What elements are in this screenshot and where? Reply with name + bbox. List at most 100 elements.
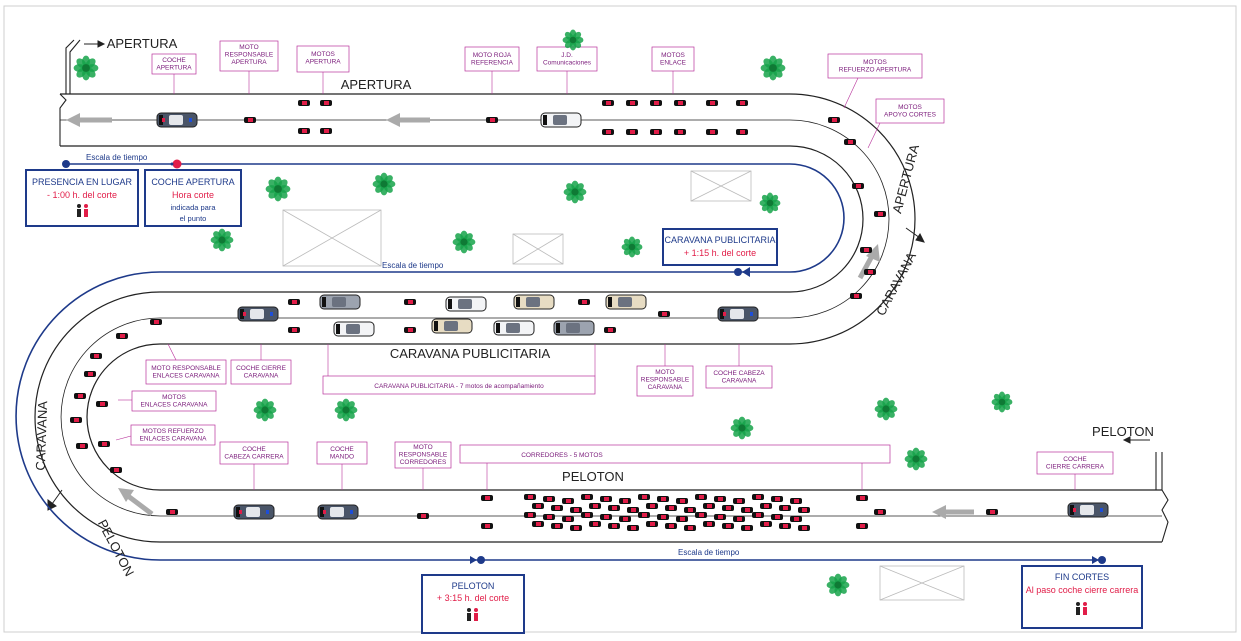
caravana-left-label: CARAVANA [33, 400, 50, 470]
car-icon [233, 504, 275, 520]
motorcycle-icon [76, 443, 88, 449]
direction-arrows [66, 113, 974, 519]
timeline-label-3: Escala de tiempo [678, 548, 740, 557]
motorcycle-icon [608, 505, 620, 511]
tree-icon [991, 391, 1013, 413]
tree-icon [73, 55, 99, 81]
motorcycle-icon [551, 523, 563, 529]
motorcycle-icon [860, 247, 872, 253]
timeline-label-2: Escala de tiempo [382, 261, 444, 270]
info-box-presencia: PRESENCIA EN LUGAR - 1:00 h. del corte [25, 169, 139, 227]
motorcycle-icon [676, 498, 688, 504]
tree-icon [265, 176, 291, 202]
apertura-right-label: APERTURA [889, 143, 922, 215]
motorcycle-icon [733, 516, 745, 522]
people-icon [467, 608, 478, 621]
motorcycle-icon [626, 100, 638, 106]
motorcycle-icon [150, 319, 162, 325]
car-icon [513, 294, 555, 310]
motorcycle-icon [626, 129, 638, 135]
svg-text:CARAVANA PUBLICITARIA: CARAVANA PUBLICITARIA [664, 235, 775, 245]
motorcycle-icon [798, 507, 810, 513]
label-corredores: CORREDORES - 5 MOTOS [521, 452, 603, 459]
motorcycle-icon [790, 516, 802, 522]
motorcycle-icon [543, 514, 555, 520]
motorcycle-icon [771, 514, 783, 520]
motorcycle-icon [581, 512, 593, 518]
motorcycle-icon [733, 498, 745, 504]
motorcycle-icon [74, 393, 86, 399]
building-icon [690, 170, 752, 202]
motorcycle-icon [562, 516, 574, 522]
svg-text:indicada para: indicada para [170, 203, 216, 212]
car-icon [317, 504, 359, 520]
motorcycle-icon [562, 498, 574, 504]
motorcycle-icon [70, 417, 82, 423]
motorcycle-icon [684, 507, 696, 513]
motorcycle-icon [96, 401, 108, 407]
motorcycle-icon [703, 521, 715, 527]
peloton-road-title: PELOTON [562, 469, 624, 484]
motorcycle-icon [706, 129, 718, 135]
motorcycle-icon [676, 516, 688, 522]
motorcycle-icon [665, 505, 677, 511]
tree-icon [253, 398, 277, 422]
motorcycle-icon [110, 467, 122, 473]
caravana-road-title: CARAVANA PUBLICITARIA [390, 346, 551, 361]
motorcycle-icon [844, 139, 856, 145]
road-outer-edge [60, 93, 1162, 491]
motorcycle-icon [695, 512, 707, 518]
svg-text:+ 1:15 h. del corte: + 1:15 h. del corte [684, 248, 756, 258]
label-jd-comunicaciones: J.D.Comunicaciones [543, 52, 592, 67]
diagram-frame [3, 5, 1237, 633]
motorcycle-icon [850, 293, 862, 299]
motorcycle-icon [779, 523, 791, 529]
car-icon [431, 318, 473, 334]
motorcycle-icon [600, 514, 612, 520]
motorcycle-icon [684, 525, 696, 531]
car-icon [333, 321, 375, 337]
car-icon [540, 112, 582, 128]
motorcycle-icon [703, 503, 715, 509]
motorcycle-icon [752, 512, 764, 518]
buildings [282, 170, 965, 601]
tree-icon [759, 192, 781, 214]
motorcycle-icon [760, 503, 772, 509]
building-icon [879, 565, 965, 601]
motorcycle-icon [856, 523, 868, 529]
motorcycle-icon [298, 128, 310, 134]
motorcycle-icon [646, 521, 658, 527]
motorcycle-icon [852, 183, 864, 189]
motorcycle-icon [298, 100, 310, 106]
side-arrows [47, 40, 1150, 511]
motorcycle-icon [638, 494, 650, 500]
motorcycle-icon [551, 505, 563, 511]
motorcycle-icon [608, 523, 620, 529]
trees [73, 29, 1013, 597]
motorcycle-icon [404, 327, 416, 333]
motorcycle-icon [570, 507, 582, 513]
motorcycle-icon [166, 509, 178, 515]
motorcycle-icon [706, 100, 718, 106]
motorcycle-icon [116, 333, 128, 339]
apertura-top-left-label: APERTURA [107, 36, 178, 51]
motorcycle-icon [736, 100, 748, 106]
tree-icon [334, 398, 358, 422]
motorcycle-icon [570, 525, 582, 531]
svg-text:COCHE APERTURA: COCHE APERTURA [151, 177, 234, 187]
motorcycle-icon [741, 525, 753, 531]
motorcycle-icon [244, 117, 256, 123]
info-box-peloton: PELOTON + 3:15 h. del corte [421, 574, 525, 634]
svg-text:FIN CORTES: FIN CORTES [1055, 572, 1109, 582]
motorcycle-icon [674, 129, 686, 135]
motorcycle-icon [986, 509, 998, 515]
